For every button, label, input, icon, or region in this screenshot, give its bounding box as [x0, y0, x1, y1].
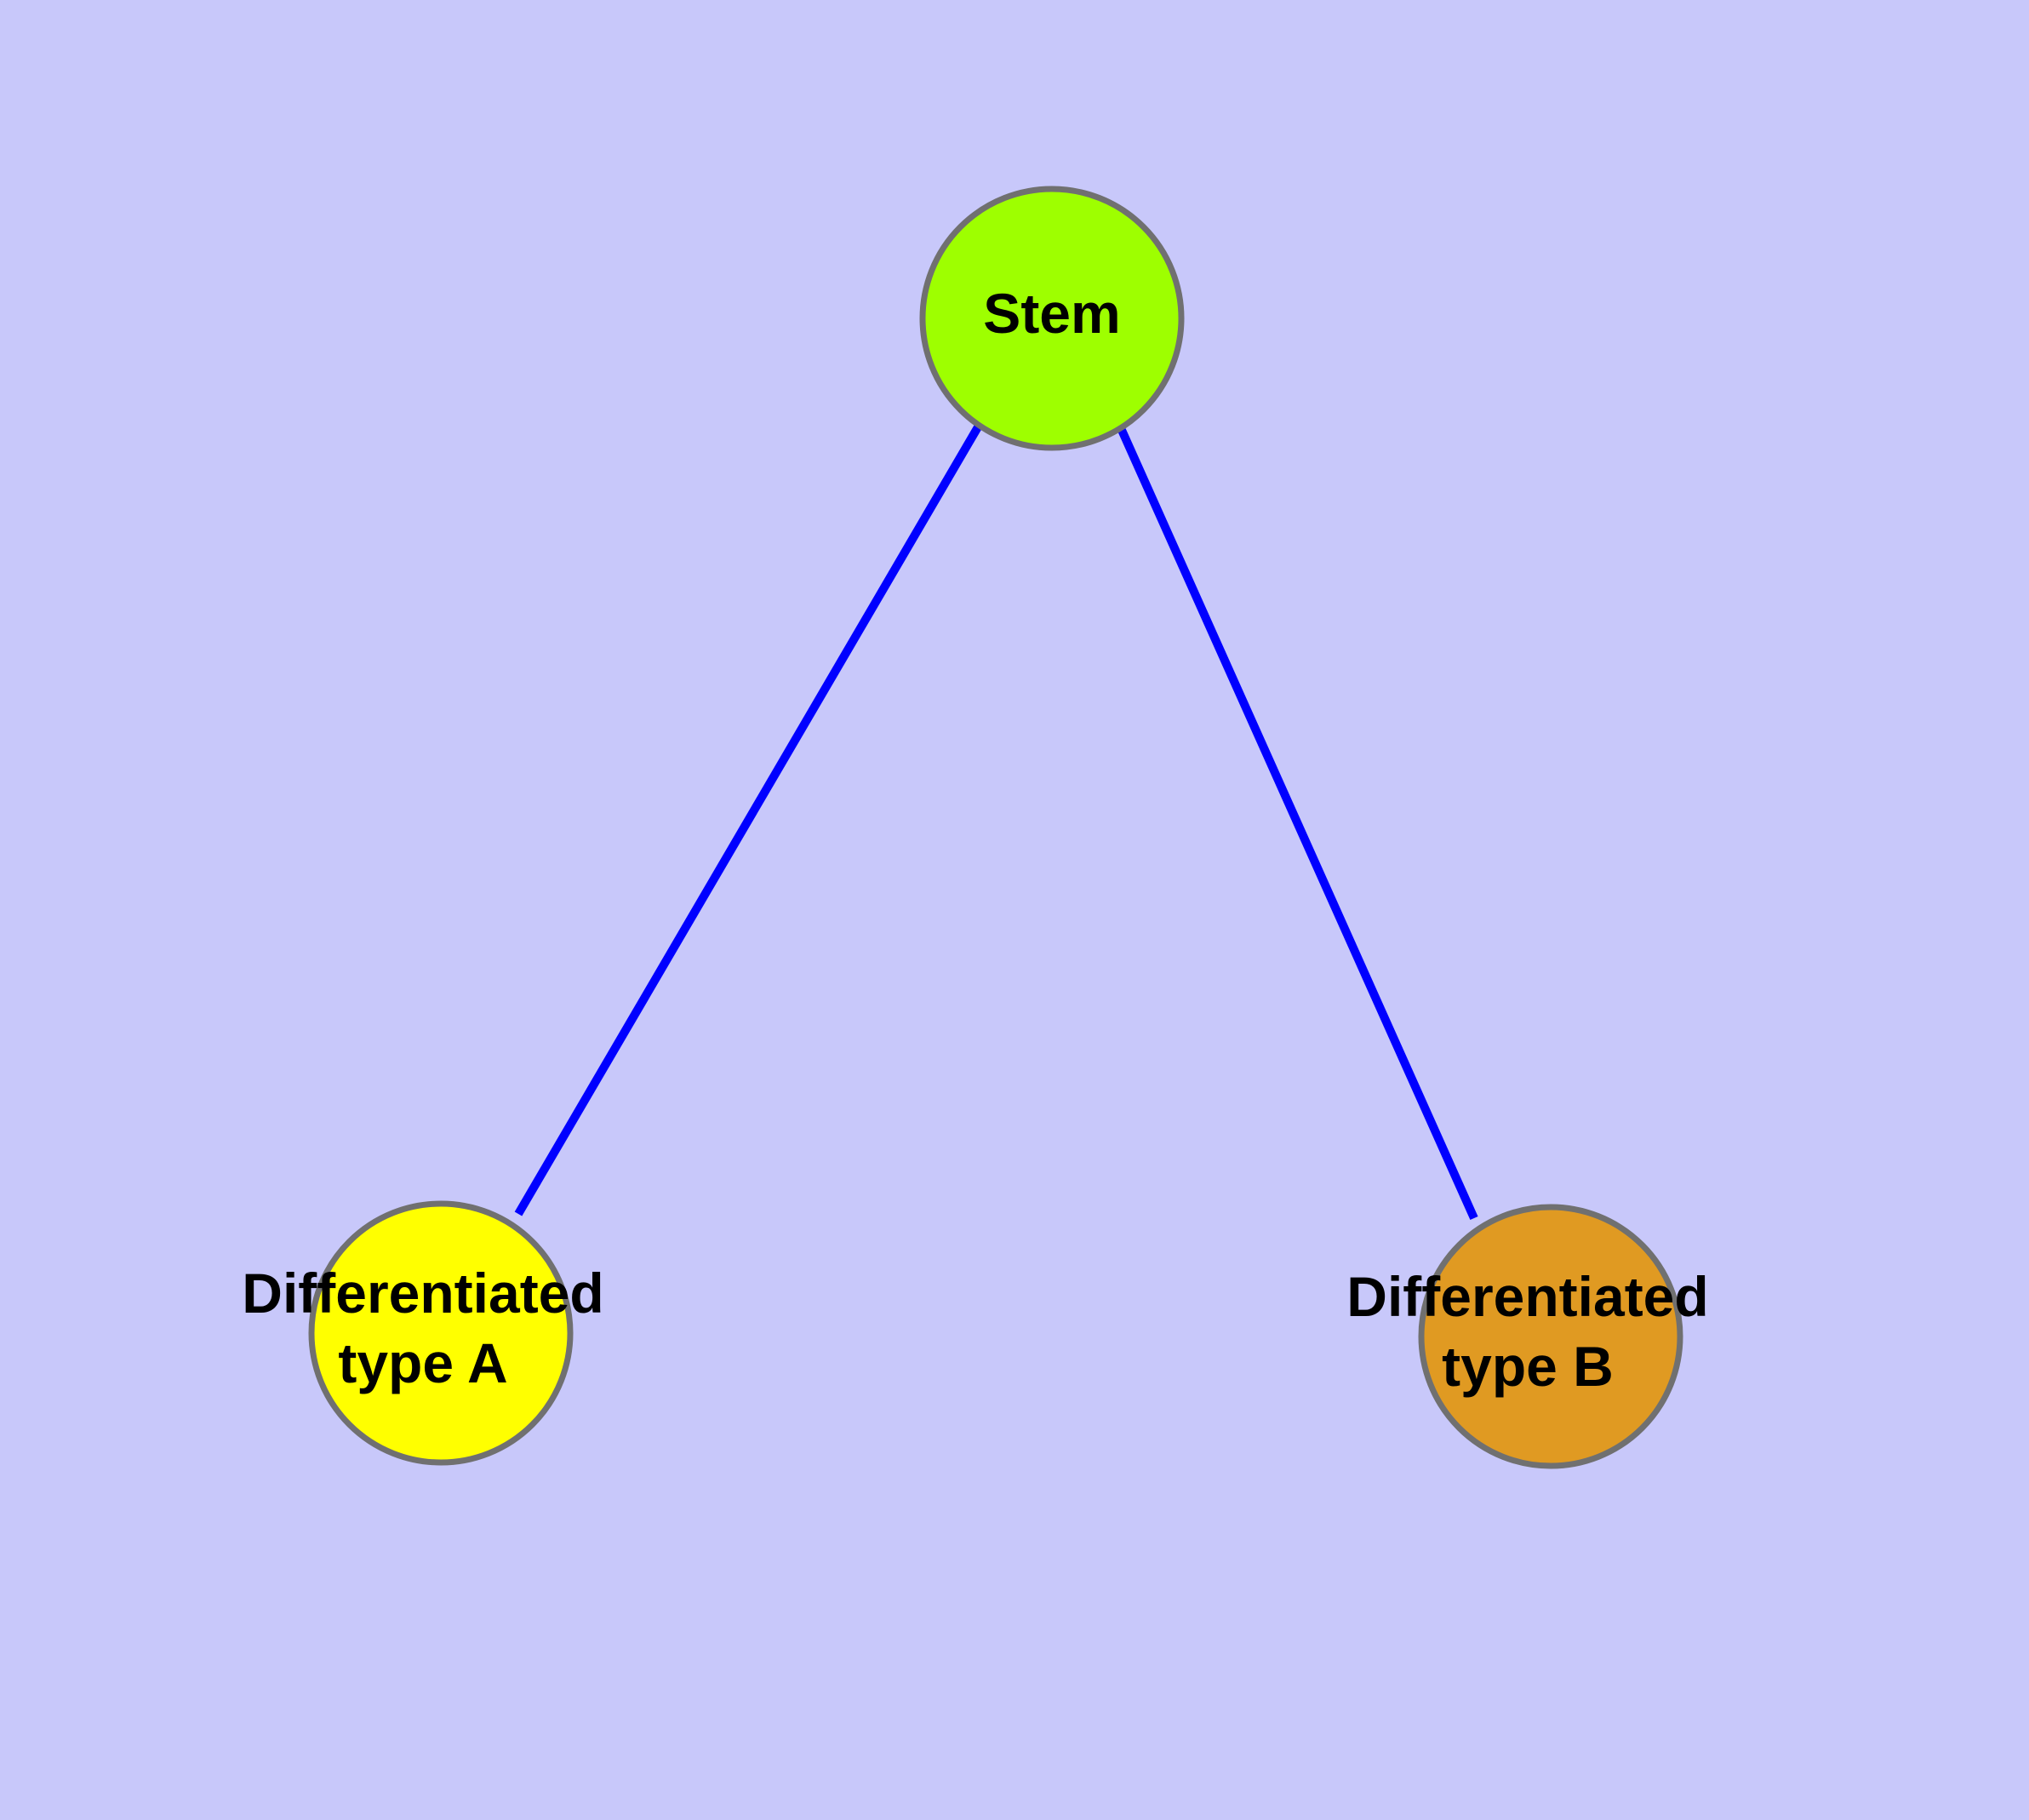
node-differentiated-type-b[interactable] [1418, 1204, 1683, 1469]
edges-group [514, 423, 1478, 1221]
nodes-group [308, 186, 1683, 1469]
node-differentiated-type-a[interactable] [308, 1200, 574, 1466]
node-label-line: Differentiated [1346, 1265, 1708, 1328]
edge-stem-to-differentiated-type-a [514, 423, 983, 1216]
node-label-line: Differentiated [242, 1262, 603, 1325]
edge-stem-to-differentiated-type-b [1117, 426, 1478, 1221]
node-label-line: type B [1442, 1335, 1614, 1398]
node-label-differentiated-type-b: Differentiated type B [1346, 1265, 1708, 1398]
node-label-line: type A [338, 1331, 507, 1394]
node-label-stem: Stem [983, 282, 1120, 345]
node-label-line: Stem [983, 282, 1120, 345]
node-stem[interactable] [919, 186, 1185, 451]
